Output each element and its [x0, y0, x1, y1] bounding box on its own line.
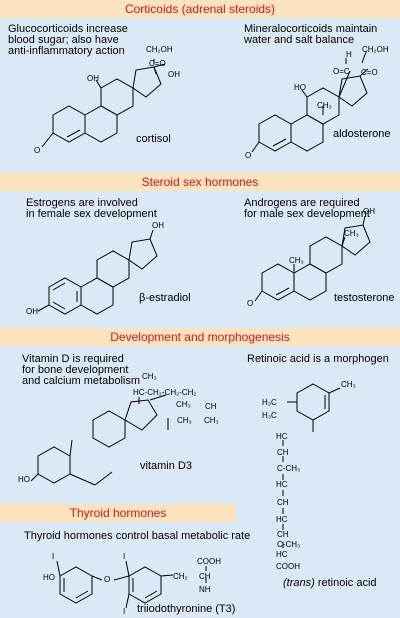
vitamin-d3-atom-ch3-d: CH₃: [204, 416, 219, 425]
retinoic-atom-cooh: COOH: [276, 562, 300, 571]
retinoic-atom-ch3-top: CH₃: [341, 380, 356, 389]
retinoic-atom-h3c-1: H₃C: [262, 398, 277, 407]
retinoic-atom-cch3-1: C-CH₃: [277, 464, 301, 473]
compound-name-cortisol: cortisol: [136, 133, 171, 145]
retinoic-atom-ch-1: CH: [277, 448, 289, 457]
testosterone-atom-ch3-1: CH₃: [344, 229, 359, 238]
vitamin-d3-atom-ch3-c: CH₃: [177, 416, 192, 425]
retinoic-atom-hc-4: HC: [276, 550, 288, 559]
vitamin-d3-atom-ch3-mid: CH₃: [176, 400, 191, 409]
compound-name-t3: triiodothyronine (T3): [137, 603, 236, 615]
testosterone-atom-o: O: [247, 299, 254, 308]
retinoic-atom-h3c-2: H₃C: [262, 411, 277, 420]
section-header-corticoids: Corticoids (adrenal steroids): [0, 0, 400, 18]
section-header-development: Development and morphogenesis: [0, 328, 400, 346]
cortisol-atom-oh-ring: OH: [87, 74, 99, 83]
aldosterone-atom-ho: HO: [294, 83, 306, 92]
aldosterone-atom-ch2oh: CH₂OH: [362, 45, 389, 54]
vitamin-d3-atom-chain: HC-CH₂-CH₂-CH₂: [133, 388, 197, 397]
compound-name-estradiol: β-estradiol: [139, 292, 191, 304]
retinoic-atom-ch-3: CH: [277, 530, 289, 539]
t3-structure: [56, 560, 207, 609]
t3-atom-iodine-2: I: [123, 552, 126, 561]
t3-atom-ho: HO: [43, 573, 55, 582]
cortisol-atom-co: C=O: [149, 59, 166, 68]
aldosterone-atom-co: C=O: [361, 68, 378, 77]
compound-name-retinoic-acid: (trans) retinoic acid: [283, 577, 377, 589]
retinoic-atom-hc-2: HC: [276, 480, 288, 489]
testosterone-structure: [254, 215, 371, 302]
t3-atom-nh: NH: [199, 585, 211, 594]
testosterone-atom-oh: OH: [363, 207, 375, 216]
estradiol-atom-oh-left: OH: [26, 307, 38, 316]
estradiol-atom-oh-top: OH: [152, 221, 164, 230]
testosterone-atom-ch3-2: CH₃: [289, 256, 304, 265]
t3-atom-iodine-1: I: [52, 552, 55, 561]
cortisol-atom-oh-top: OH: [168, 70, 180, 79]
section-header-thyroid: Thyroid hormones: [0, 504, 236, 522]
retinoic-atom-ch-2: CH: [277, 498, 289, 507]
aldosterone-atom-h: H: [346, 50, 352, 59]
section-header-sex-hormones: Steroid sex hormones: [0, 173, 400, 191]
cortisol-structure: [41, 59, 166, 148]
retinoic-atom-hc-3: HC: [276, 515, 288, 524]
estradiol-structure: [37, 229, 158, 315]
t3-atom-ch: CH: [199, 572, 211, 581]
t3-atom-ch2: CH₂: [173, 572, 188, 581]
retinoic-acid-structure: [282, 383, 341, 548]
aldosterone-structure: [251, 51, 369, 153]
vitamin-d3-atom-ch: CH: [205, 402, 217, 411]
compound-name-aldosterone: aldosterone: [333, 128, 391, 140]
compound-name-testosterone: testosterone: [334, 292, 395, 304]
t3-atom-cooh: COOH: [197, 557, 221, 566]
aldosterone-atom-o: O: [245, 151, 252, 160]
aldosterone-atom-ch3: CH₃: [317, 101, 332, 110]
vitamin-d3-atom-ch3-top: CH₃: [142, 372, 157, 381]
t3-atom-o: O: [104, 575, 111, 584]
cortisol-atom-ch2oh: CH₂OH: [146, 45, 173, 54]
aldosterone-atom-oc: O=C: [333, 67, 350, 76]
t3-atom-iodine-3: I: [123, 607, 126, 616]
vitamin-d3-structure: [30, 394, 169, 486]
retinoic-description: Retinoic acid is a morphogen: [247, 353, 389, 365]
thyroid-description: Thyroid hormones control basal metabolic…: [24, 530, 251, 542]
compound-name-vitamin-d3: vitamin D3: [140, 460, 192, 472]
cortisol-atom-o: O: [34, 146, 41, 155]
vitamin-d3-atom-ho: HO: [18, 475, 30, 484]
retinoic-atom-cch3-2: C-CH₃: [277, 540, 301, 549]
retinoic-atom-hc-1: HC: [276, 432, 288, 441]
